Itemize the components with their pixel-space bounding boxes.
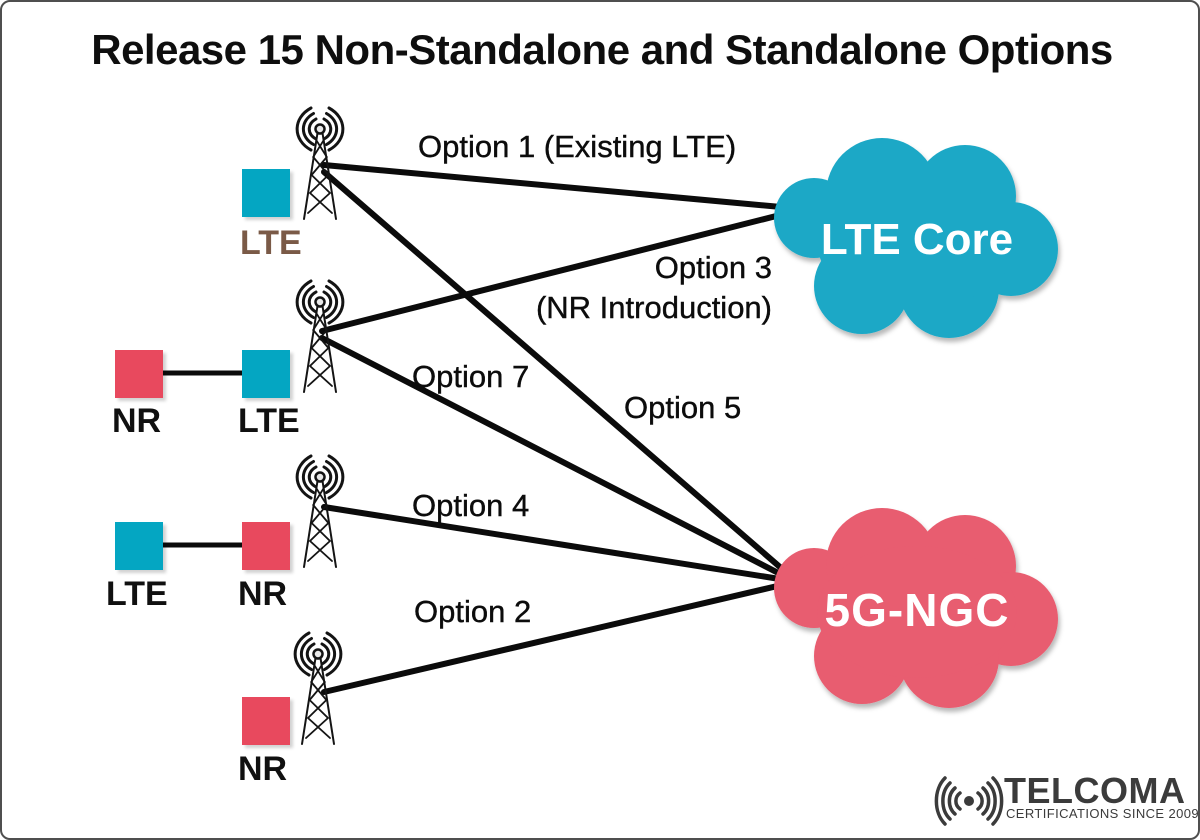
line-option-3: [319, 209, 795, 334]
lte-box-label: LTE: [238, 402, 300, 440]
connection-label-option-4: Option 4: [412, 488, 530, 523]
connection-label-option-5: Option 5: [624, 390, 742, 425]
line-option-7: [319, 335, 791, 581]
line-option-4: [321, 504, 789, 583]
radio-waves-icon: [934, 776, 1004, 826]
connection-label-option-2: Option 2: [414, 594, 532, 629]
lte-core-cloud-label: LTE Core: [820, 214, 1014, 264]
nr-box-label: NR: [238, 750, 288, 788]
line-option-1: [321, 162, 795, 211]
lte-box: [242, 169, 290, 217]
nr-box: [115, 350, 163, 398]
diagram-title: Release 15 Non-Standalone and Standalone…: [91, 26, 1113, 73]
connection-sublabel-option-3: (NR Introduction): [535, 290, 772, 325]
logo-name: TELCOMA: [1004, 770, 1186, 811]
nr-box: [242, 522, 290, 570]
connection-label-option-7: Option 7: [412, 359, 530, 394]
lte-box: [115, 522, 163, 570]
connection-label-option-3: Option 3: [654, 250, 773, 285]
lte-box: [242, 350, 290, 398]
line-option-5: [321, 169, 791, 577]
connection-label-option-1: Option 1 (Existing LTE): [418, 129, 737, 164]
lte-box-label: LTE: [106, 575, 168, 613]
nr-box-label: NR: [238, 575, 288, 613]
nr-box: [242, 697, 290, 745]
nr-box-label: NR: [112, 402, 162, 440]
logo-tagline: CERTIFICATIONS SINCE 2009: [1006, 806, 1200, 821]
connection-label-option-3-block: Option 3 (NR Introduction): [472, 248, 772, 328]
line-option-2: [321, 581, 789, 695]
lte-box-label: LTE: [240, 224, 302, 262]
5g-ngc-cloud-label: 5G-NGC: [824, 583, 1010, 636]
